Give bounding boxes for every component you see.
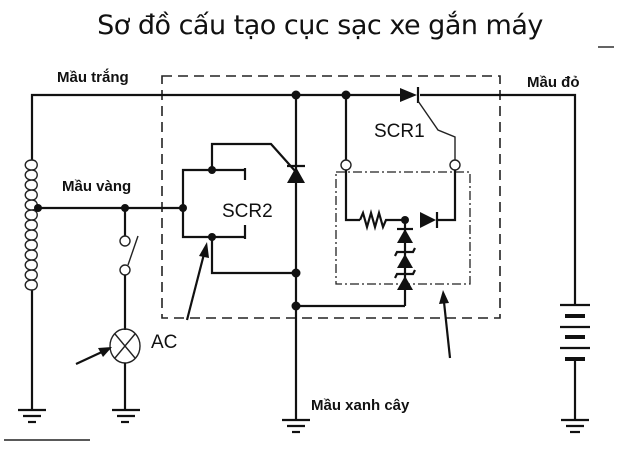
ground-icon [561,418,589,434]
white-wire [30,93,577,410]
stator-coil [24,159,38,291]
scr2-arrow [185,242,209,321]
ground-icon [282,418,310,434]
lamp-icon [109,328,141,410]
battery-icon [560,303,590,420]
white-wire-label: Mầu trắng [57,68,129,86]
control-circuit [296,170,457,308]
zener-diode-icon [394,269,416,290]
yellow-wire [34,204,187,212]
ground-icon [112,408,140,424]
scr1-label: SCR1 [374,121,425,142]
zener-diode-icon [394,247,416,268]
green-wire-label: Mầu xanh cây [311,397,410,414]
regulator-box [161,75,501,319]
light-switch [119,208,139,330]
green-wire [287,90,305,420]
scr2-label: SCR2 [222,201,273,222]
resistor-icon [358,208,405,232]
ground-icon [18,408,46,424]
scr2-bridge [181,142,297,275]
control-arrow [439,290,452,359]
diagram-title: Sơ đồ cấu tạo cục sạc xe gắn máy [97,10,543,41]
lamp-arrow [75,347,112,365]
ac-label: AC [151,332,177,353]
red-wire-label: Mầu đỏ [527,74,580,91]
diode-icon [420,212,436,228]
zener-diode-icon [397,227,413,243]
yellow-wire-label: Mầu vàng [62,178,131,195]
